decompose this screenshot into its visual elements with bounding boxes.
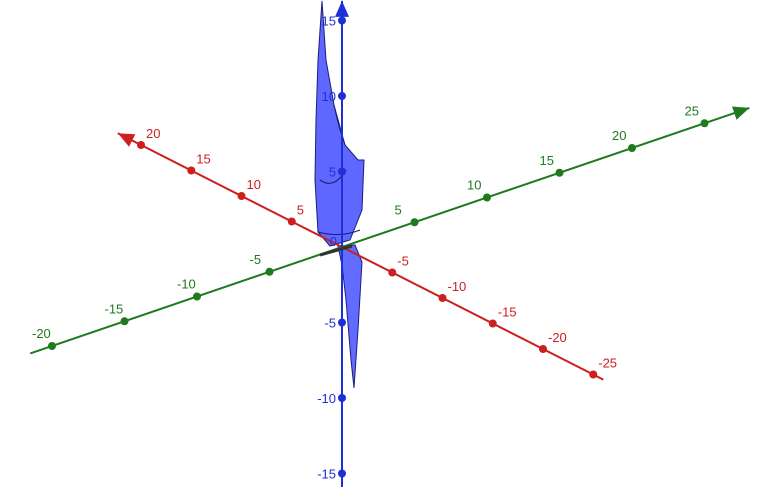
x-tick-label: -20 (548, 330, 567, 345)
surface-contour (333, 104, 346, 146)
x-tick-mark (137, 141, 145, 149)
y-axis-arrow (732, 106, 750, 120)
z-axis-arrow (335, 0, 349, 17)
y-tick-label: 25 (685, 103, 699, 118)
y-tick-label: -20 (32, 326, 51, 341)
z-tick-label: -5 (324, 316, 336, 331)
axes-layer (29, 0, 750, 487)
y-tick-label: -5 (250, 252, 262, 267)
x-tick-mark (539, 345, 547, 353)
x-tick-mark (237, 192, 246, 200)
labels-layer: 20 15 10 5 -5 -10 -15 -20 -25 -20 -15 -10 -5 5 10 15 20 2… (32, 14, 699, 482)
z-tick-mark (338, 16, 346, 25)
x-tick-label: -25 (598, 356, 617, 371)
x-tick-mark (438, 294, 447, 302)
y-tick-mark (193, 292, 201, 301)
y-tick-label: 5 (395, 202, 402, 217)
z-tick-label: 5 (329, 165, 336, 180)
x-tick-mark (488, 319, 497, 328)
x-tick-label: 5 (297, 203, 304, 218)
z-tick-label: -15 (317, 467, 336, 482)
z-tick-mark (338, 469, 346, 478)
y-tick-mark (483, 193, 491, 202)
x-axis-line (117, 132, 604, 381)
y-tick-label: -15 (105, 301, 124, 316)
y-tick-label: 15 (540, 153, 554, 168)
y-tick-label: 10 (467, 178, 481, 193)
z-tick-mark (338, 318, 346, 327)
surface-layer (314, 0, 365, 389)
y-tick-label: -10 (177, 277, 196, 292)
x-tick-label: -15 (498, 305, 517, 320)
y-tick-mark (628, 144, 636, 152)
z-tick-mark (338, 92, 346, 100)
x-tick-label: -5 (397, 254, 409, 269)
y-tick-mark (555, 168, 564, 177)
surface-upper-sheet (314, 0, 365, 247)
surface-lower-sheet (337, 244, 363, 389)
y-tick-mark (265, 267, 274, 276)
y-tick-mark (410, 218, 419, 227)
x-tick-mark (187, 166, 196, 175)
z-tick-mark (338, 394, 346, 402)
z-tick-mark (338, 167, 346, 176)
surface-contour (317, 229, 361, 236)
x-tick-label: 10 (247, 177, 261, 192)
x-tick-mark (388, 268, 397, 277)
y-tick-mark (120, 317, 129, 326)
x-tick-label: -10 (448, 279, 467, 294)
y-tick-label: 20 (612, 128, 626, 143)
z-tick-label: 15 (322, 14, 336, 29)
z-tick-label: 10 (322, 89, 336, 104)
x-tick-mark (589, 370, 598, 379)
x-tick-label: 15 (196, 152, 210, 167)
ticks-layer (48, 16, 709, 478)
origin-label: 0 (330, 234, 337, 249)
z-tick-label: -10 (317, 391, 336, 406)
y-tick-mark (700, 119, 709, 128)
x-tick-mark (287, 217, 296, 226)
y-tick-mark (48, 342, 56, 350)
origin-marker (319, 244, 353, 257)
x-tick-label: 20 (146, 126, 160, 141)
x-axis-arrow (117, 133, 136, 147)
